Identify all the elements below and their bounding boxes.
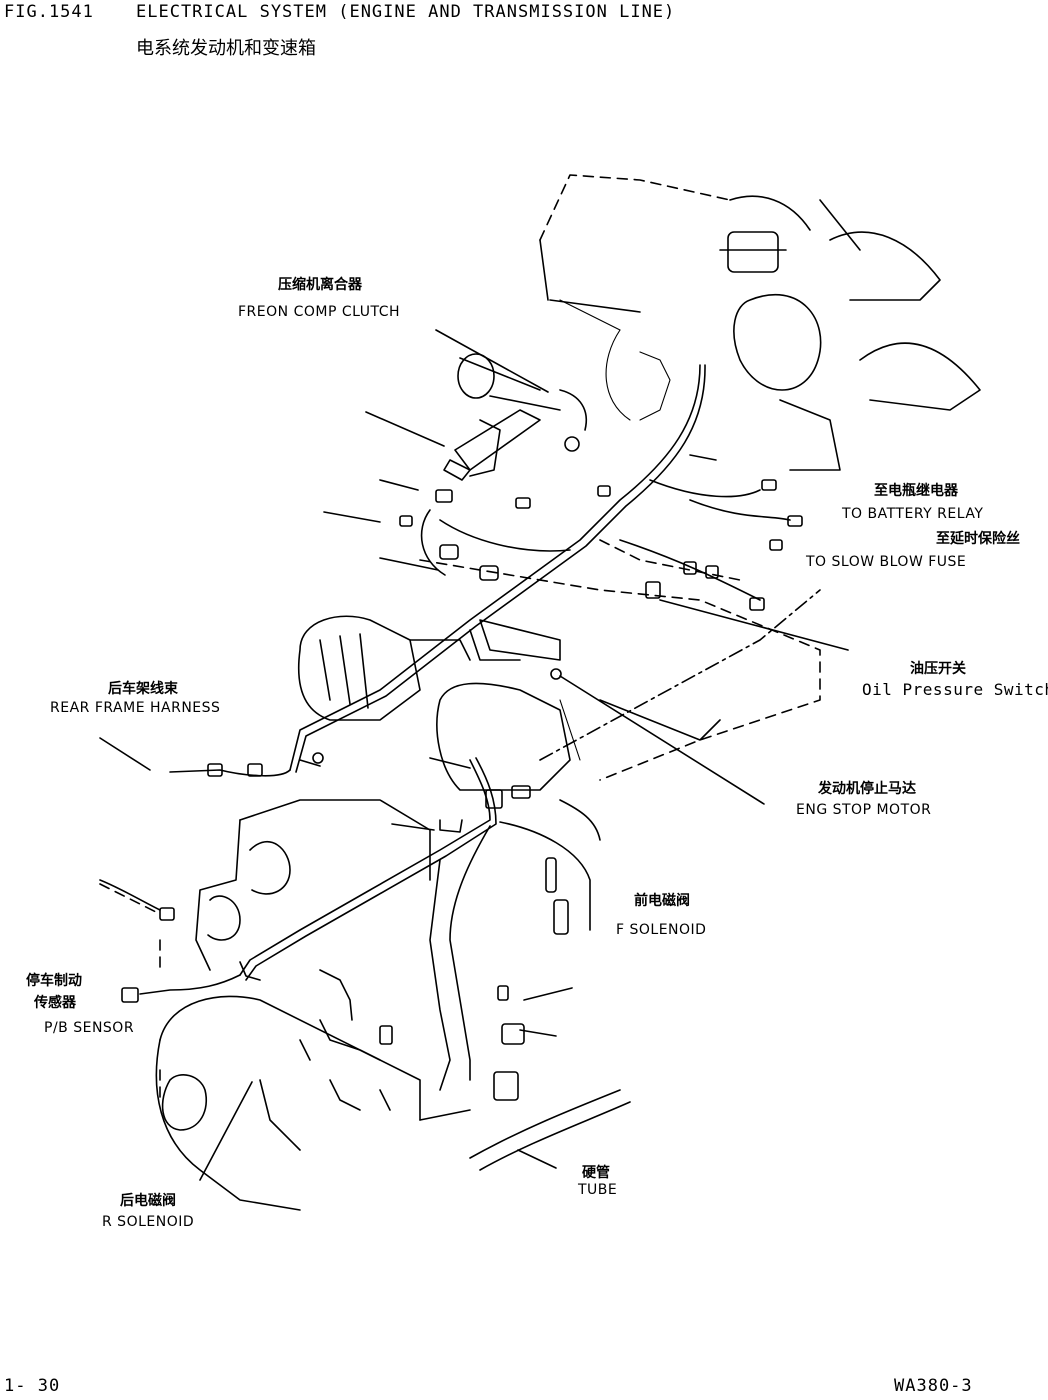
label-tube: TUBE	[578, 1182, 618, 1198]
label-freon-comp-clutch-cn: 压缩机离合器	[278, 277, 362, 293]
label-pb-sensor: P/B SENSOR	[44, 1020, 135, 1036]
page-number: 1- 30	[4, 1376, 61, 1396]
figure-subtitle-cn: 电系统发动机和变速箱	[136, 38, 316, 59]
model-number: WA380-3	[894, 1376, 973, 1396]
label-rear-frame-harness-cn: 后车架线束	[108, 681, 178, 697]
label-to-battery-relay: TO BATTERY RELAY	[842, 506, 984, 522]
engine-top	[539, 174, 981, 471]
label-freon-comp-clutch: FREON COMP CLUTCH	[238, 304, 400, 320]
engine-block	[419, 539, 821, 781]
label-tube-cn: 硬管	[582, 1165, 610, 1181]
label-f-solenoid-cn: 前电磁阀	[634, 893, 690, 909]
connectors	[121, 436, 803, 1101]
label-oil-pressure-switch-cn: 油压开关	[910, 661, 966, 677]
alternator	[297, 615, 471, 721]
label-f-solenoid: F SOLENOID	[616, 922, 707, 938]
figure-number: FIG.1541	[4, 2, 94, 22]
main-harness	[169, 364, 791, 777]
label-to-slow-blow-fuse: TO SLOW BLOW FUSE	[806, 554, 967, 570]
figure-title: ELECTRICAL SYSTEM (ENGINE AND TRANSMISSI…	[136, 2, 676, 22]
compressor	[443, 353, 587, 481]
tube	[469, 1089, 631, 1171]
label-to-slow-blow-fuse-cn: 至延时保险丝	[936, 531, 1020, 547]
label-r-solenoid-cn: 后电磁阀	[120, 1193, 176, 1209]
transmission-harness	[99, 757, 591, 1091]
label-pb-sensor-cn-2: 传感器	[34, 995, 76, 1011]
label-eng-stop-motor: ENG STOP MOTOR	[796, 802, 932, 818]
label-to-battery-relay-cn: 至电瓶继电器	[874, 483, 958, 499]
leader-lines	[99, 329, 849, 1181]
label-pb-sensor-cn-1: 停车制动	[26, 973, 82, 989]
label-eng-stop-motor-cn: 发动机停止马达	[818, 781, 916, 797]
label-rear-frame-harness: REAR FRAME HARNESS	[50, 700, 221, 716]
label-oil-pressure-switch: Oil Pressure Switch	[862, 680, 1048, 699]
transmission-housing	[155, 682, 571, 1211]
label-r-solenoid: R SOLENOID	[102, 1214, 195, 1230]
misc-edges	[159, 699, 601, 1121]
